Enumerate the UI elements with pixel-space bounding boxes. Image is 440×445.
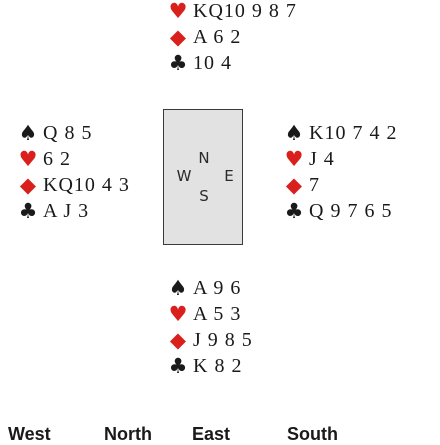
spade-icon: ♠ xyxy=(284,120,304,145)
west-spades-row: ♠ Q 8 5 xyxy=(18,120,130,146)
west-diamonds-row: ◆ KQ10 4 3 xyxy=(18,172,130,198)
spade-icon: ♠ xyxy=(168,275,188,300)
west-hearts-cards: 6 2 xyxy=(43,147,71,170)
south-hand: ♠ A 9 6 ♥ A 5 3 ◆ J 9 8 5 ♣ K 8 2 xyxy=(168,275,253,379)
north-clubs-cards: 10 4 xyxy=(193,51,232,74)
north-diamonds-cards: A 6 2 xyxy=(193,25,242,48)
south-clubs-cards: K 8 2 xyxy=(193,354,243,377)
south-hearts-row: ♥ A 5 3 xyxy=(168,301,253,327)
east-clubs-cards: Q 9 7 6 5 xyxy=(309,199,393,222)
north-diamonds-row: ◆ A 6 2 xyxy=(168,24,297,50)
club-icon: ♣ xyxy=(18,198,38,223)
north-hand: ♥ KQ10 9 8 7 ◆ A 6 2 ♣ 10 4 xyxy=(168,0,297,76)
compass-south-label: S xyxy=(199,187,209,205)
east-diamonds-cards: 7 xyxy=(309,173,320,196)
diamond-icon: ◆ xyxy=(19,172,37,197)
north-clubs-row: ♣ 10 4 xyxy=(168,50,297,76)
south-diamonds-cards: J 9 8 5 xyxy=(193,328,253,351)
west-clubs-cards: A J 3 xyxy=(43,199,90,222)
east-diamonds-row: ◆ 7 xyxy=(284,172,397,198)
bidding-header-row: West North East South xyxy=(0,420,440,444)
east-hand: ♠ K10 7 4 2 ♥ J 4 ◆ 7 ♣ Q 9 7 6 5 xyxy=(284,120,397,224)
heart-icon: ♥ xyxy=(18,146,38,171)
south-diamonds-row: ◆ J 9 8 5 xyxy=(168,327,253,353)
east-spades-row: ♠ K10 7 4 2 xyxy=(284,120,397,146)
diamond-icon: ◆ xyxy=(169,327,187,352)
bidding-header-east: East xyxy=(192,424,231,444)
compass-box: N W E S xyxy=(163,109,243,245)
west-clubs-row: ♣ A J 3 xyxy=(18,198,130,224)
bidding-header-north: North xyxy=(104,424,152,444)
north-hearts-cards: KQ10 9 8 7 xyxy=(193,0,297,22)
west-hand: ♠ Q 8 5 ♥ 6 2 ◆ KQ10 4 3 ♣ A J 3 xyxy=(18,120,130,224)
south-hearts-cards: A 5 3 xyxy=(193,302,242,325)
bidding-header-west: West xyxy=(8,424,51,444)
heart-icon: ♥ xyxy=(168,0,188,23)
south-spades-cards: A 9 6 xyxy=(193,276,242,299)
west-spades-cards: Q 8 5 xyxy=(43,121,93,144)
compass-east-label: E xyxy=(224,167,234,185)
club-icon: ♣ xyxy=(284,198,304,223)
spade-icon: ♠ xyxy=(18,120,38,145)
club-icon: ♣ xyxy=(168,353,188,378)
east-clubs-row: ♣ Q 9 7 6 5 xyxy=(284,198,397,224)
east-spades-cards: K10 7 4 2 xyxy=(309,121,398,144)
east-hearts-row: ♥ J 4 xyxy=(284,146,397,172)
club-icon: ♣ xyxy=(168,50,188,75)
bidding-header-south: South xyxy=(287,424,338,444)
west-diamonds-cards: KQ10 4 3 xyxy=(43,173,130,196)
compass-west-label: W xyxy=(176,167,192,185)
south-clubs-row: ♣ K 8 2 xyxy=(168,353,253,379)
south-spades-row: ♠ A 9 6 xyxy=(168,275,253,301)
east-hearts-cards: J 4 xyxy=(309,147,335,170)
diamond-icon: ◆ xyxy=(285,172,303,197)
north-hearts-row: ♥ KQ10 9 8 7 xyxy=(168,0,297,24)
compass-north-label: N xyxy=(198,149,210,167)
heart-icon: ♥ xyxy=(168,301,188,326)
heart-icon: ♥ xyxy=(284,146,304,171)
west-hearts-row: ♥ 6 2 xyxy=(18,146,130,172)
diamond-icon: ◆ xyxy=(169,24,187,49)
